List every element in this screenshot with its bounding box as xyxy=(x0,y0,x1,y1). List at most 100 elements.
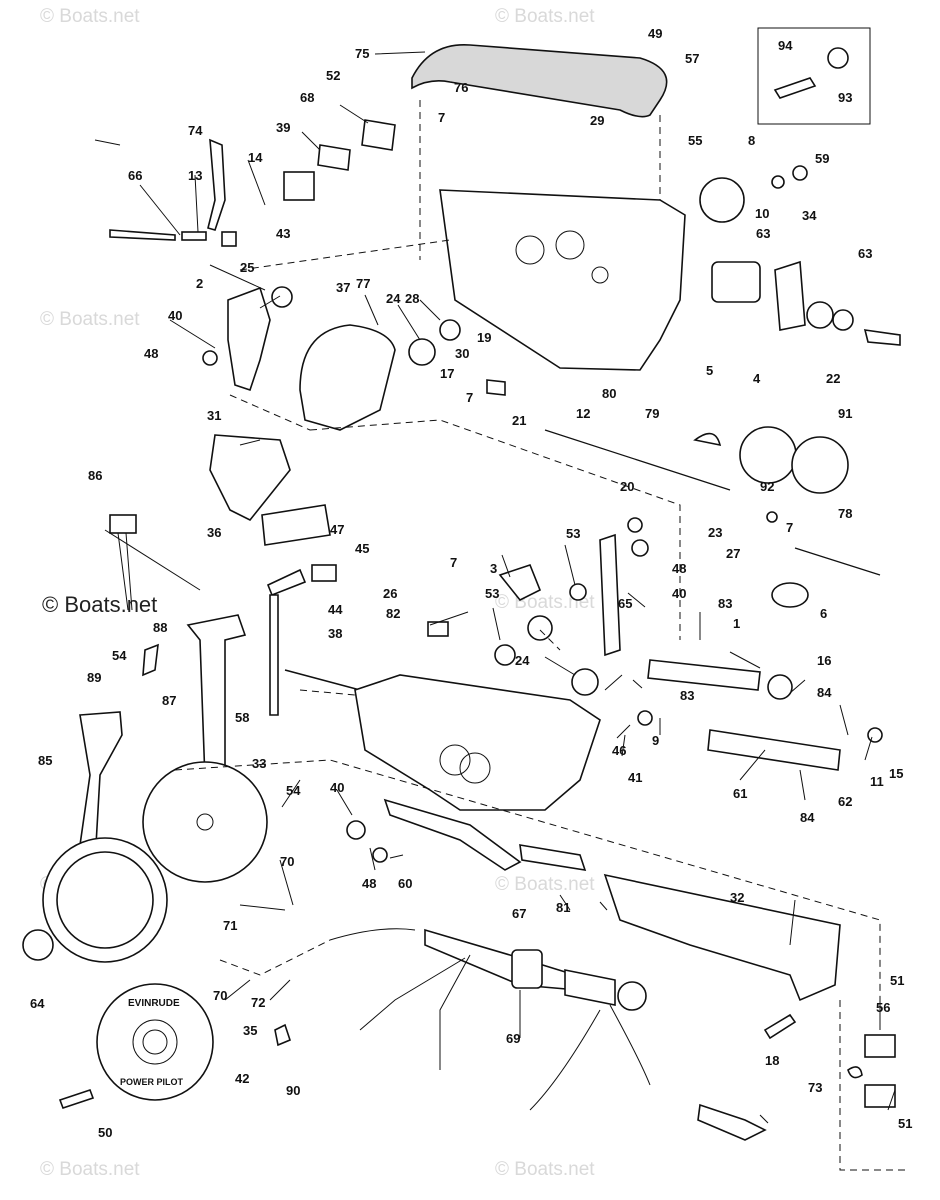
assembly-guide-lines xyxy=(174,100,905,1171)
callout-36: 36 xyxy=(207,525,221,540)
callout-85: 85 xyxy=(38,753,52,768)
callout-77: 77 xyxy=(356,276,370,291)
callout-73: 73 xyxy=(808,1080,822,1095)
part-69-leads xyxy=(529,1004,651,1111)
callout-29: 29 xyxy=(590,113,604,128)
part-52-bracket xyxy=(361,119,396,151)
part-36-housing xyxy=(261,504,331,546)
callout-44: 44 xyxy=(328,602,343,617)
part-70-wires xyxy=(329,928,416,941)
part-17-clip xyxy=(486,379,506,396)
part-85-handle xyxy=(79,711,123,846)
watermark: © Boats.net xyxy=(40,6,140,27)
part-63-key xyxy=(863,329,901,346)
callout-48: 48 xyxy=(672,561,686,576)
callout-19: 19 xyxy=(477,330,491,345)
part-40-washer xyxy=(346,820,366,840)
callout-94: 94 xyxy=(778,38,793,53)
callout-69: 69 xyxy=(506,1031,520,1046)
callout-45: 45 xyxy=(355,541,369,556)
callout-41: 41 xyxy=(628,770,642,785)
callout-14: 14 xyxy=(248,150,263,165)
part-56-clip xyxy=(847,1066,863,1079)
part-55-disc xyxy=(699,177,745,223)
part-85-wheel-inner xyxy=(56,851,154,949)
part-53-gear xyxy=(527,615,553,641)
callout-46: 46 xyxy=(612,743,626,758)
callout-49: 49 xyxy=(648,26,662,41)
callout-91: 91 xyxy=(838,406,852,421)
callout-56: 56 xyxy=(876,1000,890,1015)
callout-81: 81 xyxy=(556,900,570,915)
part-29-upper-housing xyxy=(439,189,686,371)
callout-90: 90 xyxy=(286,1083,300,1098)
part-18-screw xyxy=(763,1013,797,1040)
callout-38: 38 xyxy=(328,626,342,641)
callout-92: 92 xyxy=(760,479,774,494)
part-61-lever xyxy=(707,729,841,771)
callout-40: 40 xyxy=(672,586,686,601)
callout-68: 68 xyxy=(300,90,314,105)
callout-62: 62 xyxy=(838,794,852,809)
part-53-bushing xyxy=(494,644,516,666)
watermark: © Boats.net xyxy=(495,1159,595,1180)
part-66-knob xyxy=(109,229,176,241)
part-63-ignition-switch xyxy=(711,261,761,303)
part-90-clip xyxy=(274,1023,291,1047)
part-82-boss xyxy=(439,744,471,776)
callout-40: 40 xyxy=(168,308,182,323)
part-43-block xyxy=(221,231,237,247)
callout-93: 93 xyxy=(838,90,852,105)
part-82-boss xyxy=(459,752,491,784)
part-40-washer xyxy=(202,350,218,366)
part-60-bushing xyxy=(372,847,388,863)
callout-22: 22 xyxy=(826,371,840,386)
callout-87: 87 xyxy=(162,693,176,708)
callout-8: 8 xyxy=(748,133,755,148)
callout-7: 7 xyxy=(450,555,457,570)
callout-86: 86 xyxy=(88,468,102,483)
part-40-washer xyxy=(631,539,649,557)
callout-88: 88 xyxy=(153,620,167,635)
callout-64: 64 xyxy=(30,996,45,1011)
part-79-cable xyxy=(544,429,731,491)
part-13-spring xyxy=(181,231,207,241)
part-5-insert xyxy=(693,432,722,447)
part-38-screw xyxy=(284,669,361,691)
callout-37: 37 xyxy=(336,280,350,295)
part-75-top-cover xyxy=(411,44,668,118)
callout-25: 25 xyxy=(240,260,254,275)
callout-5: 5 xyxy=(706,363,713,378)
part-64-cap xyxy=(22,929,54,961)
part-29-boss xyxy=(591,266,609,284)
part-44-rod xyxy=(269,594,279,716)
part-68-switch xyxy=(317,144,351,171)
part-86-wires xyxy=(117,532,133,611)
part-4-gauge xyxy=(739,426,797,484)
callout-82: 82 xyxy=(386,606,400,621)
watermark-main: © Boats.net xyxy=(42,592,157,617)
part-37-housing xyxy=(299,324,396,431)
part-88-switch xyxy=(142,643,159,677)
part-51-clip xyxy=(864,1084,896,1108)
part-67-bracket xyxy=(383,798,522,871)
part-29-boss xyxy=(515,235,545,265)
callout-48: 48 xyxy=(144,346,158,361)
callout-17: 17 xyxy=(440,366,454,381)
callout-35: 35 xyxy=(243,1023,257,1038)
part-42-hub xyxy=(132,1019,178,1065)
callout-21: 21 xyxy=(512,413,526,428)
part-47-pad xyxy=(266,568,307,597)
inset-box xyxy=(757,27,871,125)
callout-4: 4 xyxy=(753,371,761,386)
callout-84: 84 xyxy=(800,810,815,825)
part-53-bushing xyxy=(569,583,587,601)
callout-54: 54 xyxy=(112,648,127,663)
part-42-plate xyxy=(96,983,214,1101)
part-16-bushing xyxy=(767,674,793,700)
callout-89: 89 xyxy=(87,670,101,685)
part-33-wheel xyxy=(142,761,268,883)
part-29-boss xyxy=(555,230,585,260)
callout-7: 7 xyxy=(438,110,445,125)
